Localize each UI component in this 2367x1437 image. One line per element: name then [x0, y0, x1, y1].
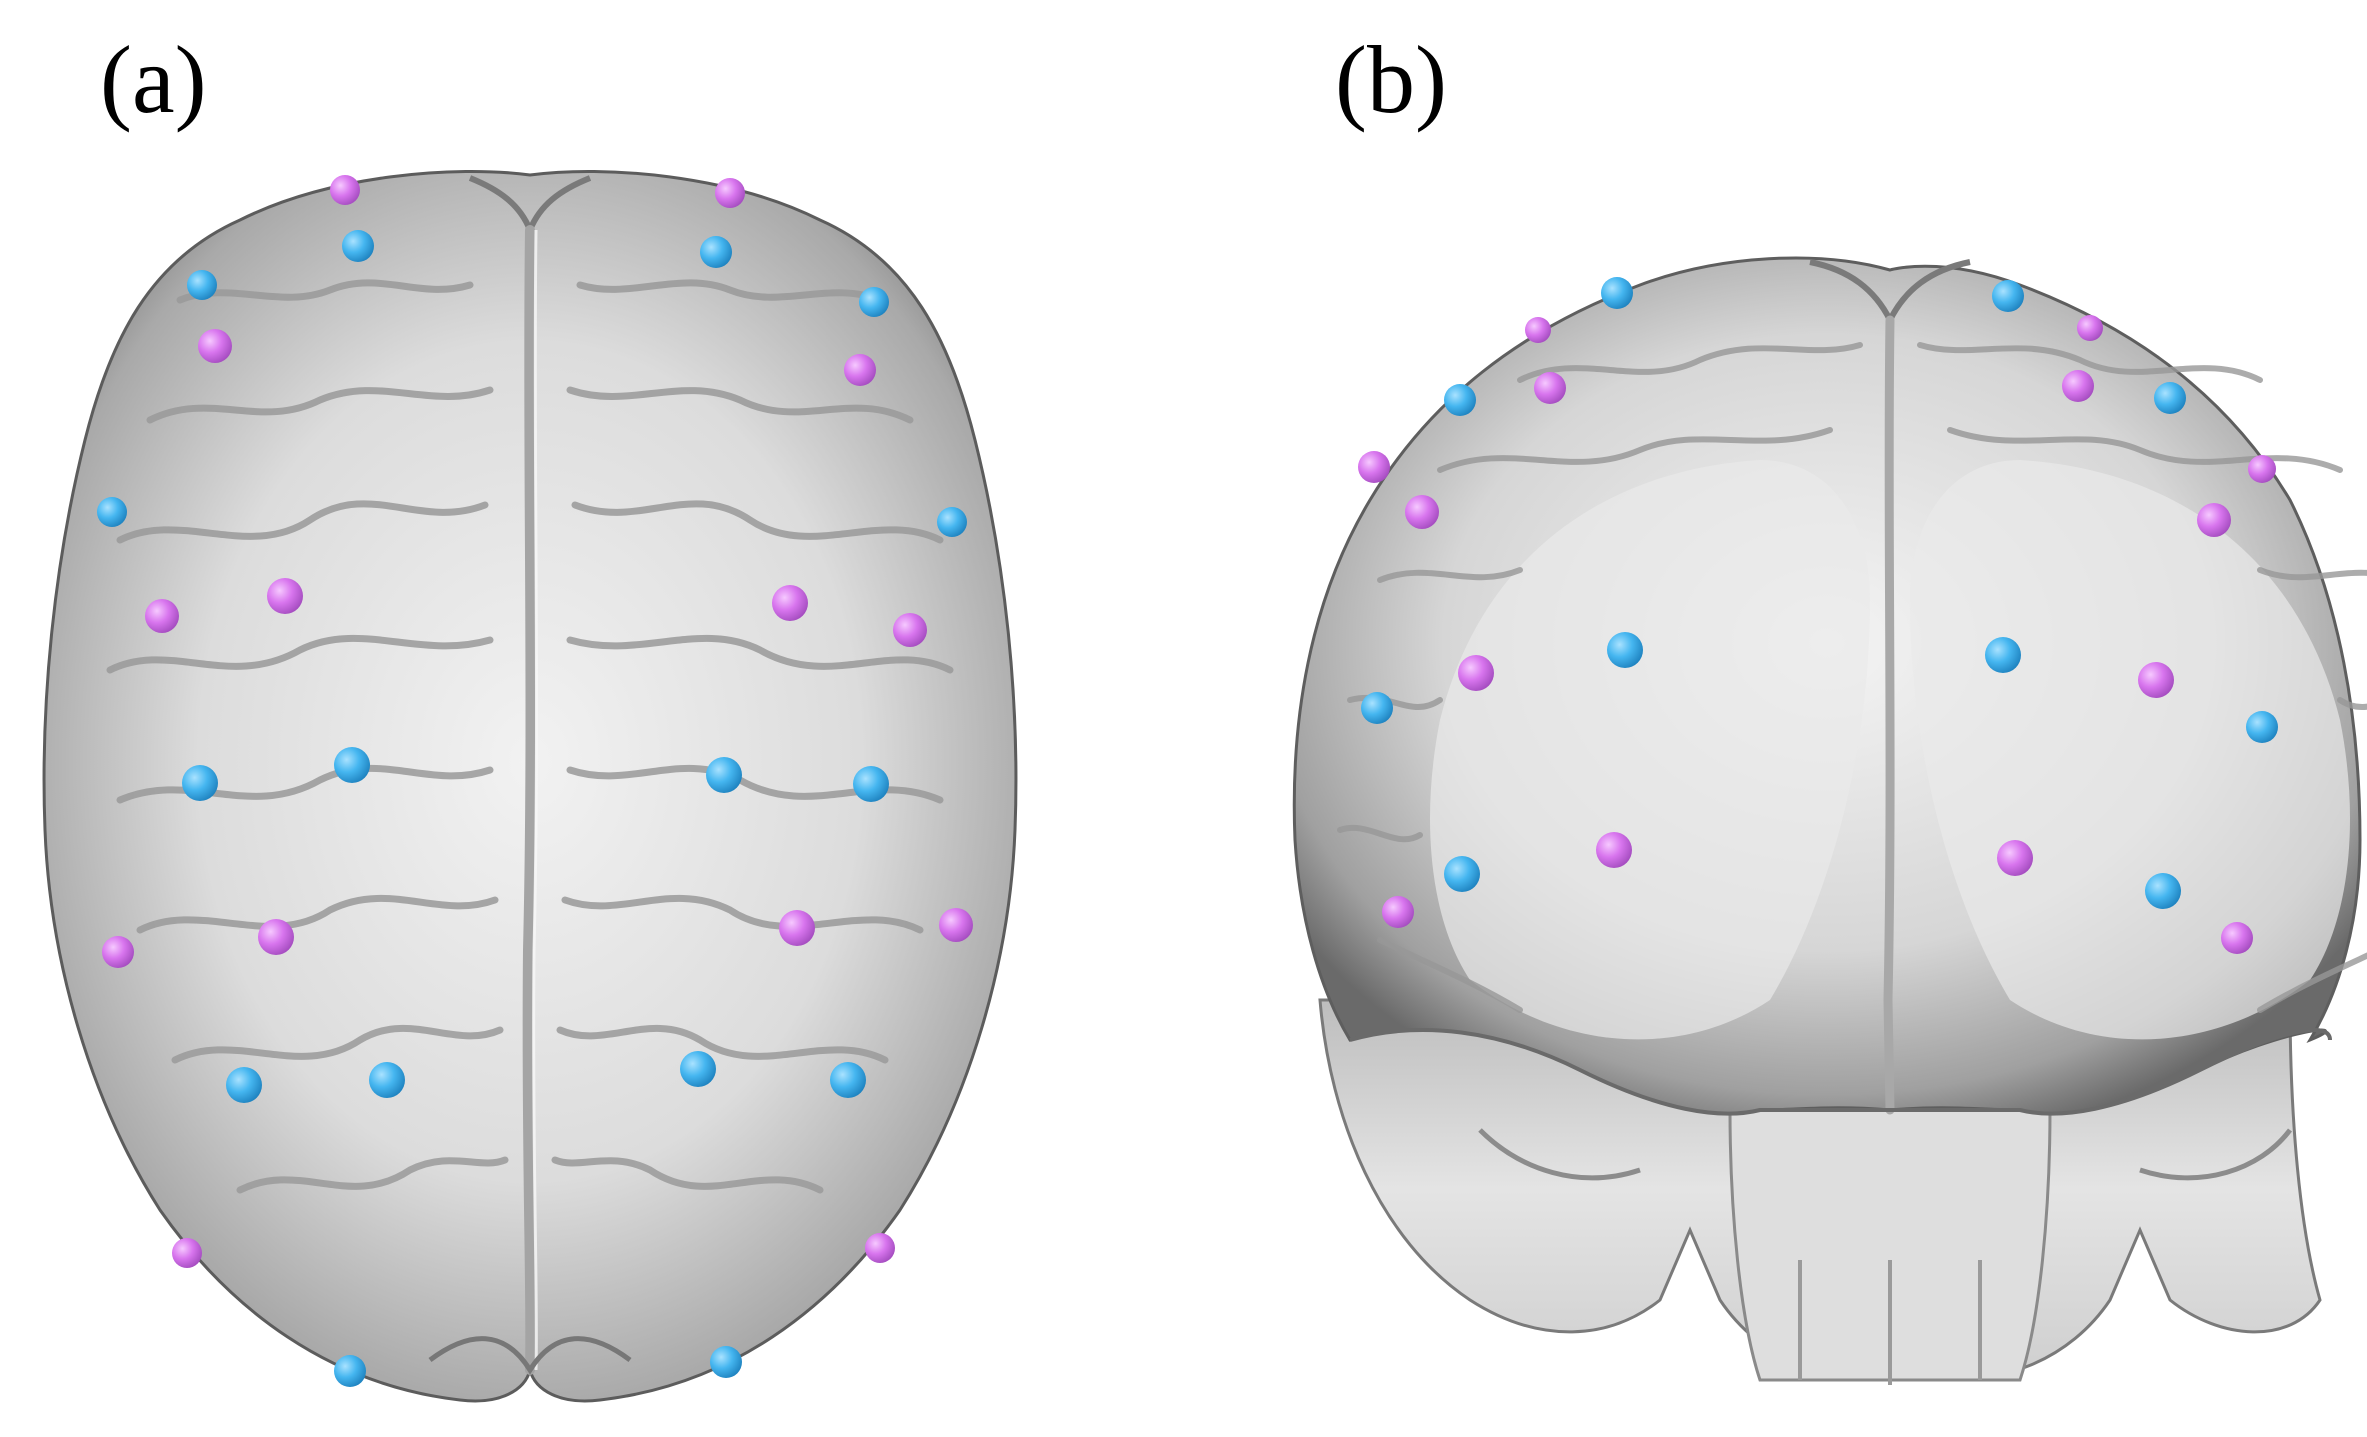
channel-marker [1525, 317, 1551, 343]
channel-marker [2221, 922, 2253, 954]
channel-marker [853, 766, 889, 802]
brain-front-view-icon [1292, 256, 2367, 1385]
channel-marker [1997, 840, 2033, 876]
channel-marker [1361, 692, 1393, 724]
channel-marker [937, 507, 967, 537]
channel-marker [330, 175, 360, 205]
channel-marker [1534, 372, 1566, 404]
channel-marker [2248, 455, 2276, 483]
channel-marker [700, 236, 732, 268]
channel-marker [267, 578, 303, 614]
channel-marker [2077, 315, 2103, 341]
channel-marker [145, 599, 179, 633]
channel-marker [182, 765, 218, 801]
channel-marker [830, 1062, 866, 1098]
channel-marker [865, 1233, 895, 1263]
channel-marker [2145, 873, 2181, 909]
channel-marker [198, 329, 232, 363]
channel-marker [1458, 655, 1494, 691]
channel-marker [334, 747, 370, 783]
channel-marker [97, 497, 127, 527]
channel-marker [680, 1051, 716, 1087]
panel-label-a: (a) [100, 26, 207, 133]
channel-marker [187, 270, 217, 300]
channel-marker [226, 1067, 262, 1103]
channel-marker [2138, 662, 2174, 698]
channel-marker [2246, 711, 2278, 743]
channel-marker [1405, 495, 1439, 529]
channel-marker [1382, 896, 1414, 928]
channel-marker [939, 908, 973, 942]
panel-label-b: (b) [1335, 26, 1447, 133]
channel-marker [2062, 370, 2094, 402]
channel-marker [1607, 632, 1643, 668]
channel-marker [1444, 384, 1476, 416]
channel-marker [2197, 503, 2231, 537]
channel-marker [706, 757, 742, 793]
channel-marker [859, 287, 889, 317]
channel-marker [1992, 280, 2024, 312]
channel-marker [710, 1346, 742, 1378]
channel-marker [844, 354, 876, 386]
channel-marker [1596, 832, 1632, 868]
channel-marker [1358, 451, 1390, 483]
channel-markers [97, 175, 2278, 1387]
channel-marker [1985, 637, 2021, 673]
channel-marker [1444, 856, 1480, 892]
channel-marker [369, 1062, 405, 1098]
channel-marker [172, 1238, 202, 1268]
channel-marker [2154, 382, 2186, 414]
channel-marker [772, 585, 808, 621]
channel-marker [342, 230, 374, 262]
channel-marker [258, 919, 294, 955]
channel-marker [102, 936, 134, 968]
channel-marker [334, 1355, 366, 1387]
channel-marker [1601, 277, 1633, 309]
channel-marker [893, 613, 927, 647]
brain-top-view-icon [42, 169, 1018, 1403]
channel-marker [779, 910, 815, 946]
channel-marker [715, 178, 745, 208]
